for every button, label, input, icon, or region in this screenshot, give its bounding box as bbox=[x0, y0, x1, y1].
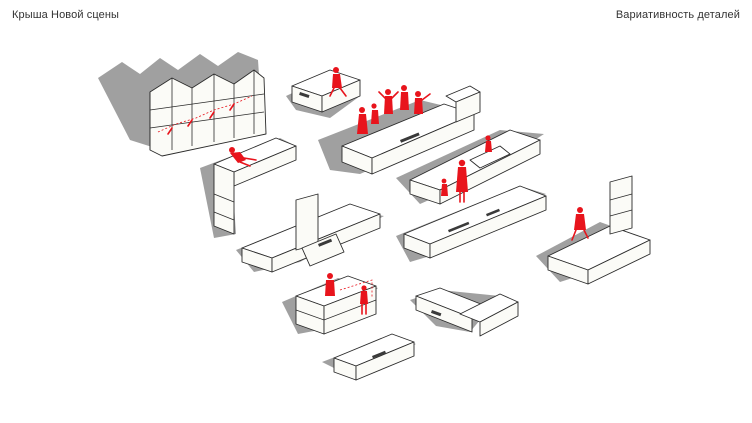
zigzag-wall-assembly bbox=[98, 52, 267, 157]
small-bench bbox=[322, 333, 416, 381]
person-figure bbox=[329, 67, 347, 97]
long-slotted-bench bbox=[396, 185, 547, 262]
section-title: Вариативность деталей bbox=[615, 9, 740, 21]
standing-figures bbox=[441, 135, 492, 203]
angled-bench bbox=[410, 287, 519, 337]
l-shaped-bench bbox=[200, 137, 297, 238]
seated-figure bbox=[571, 207, 589, 241]
standing-person bbox=[325, 273, 368, 315]
reclining-figure bbox=[229, 147, 257, 167]
bench-standing-figure bbox=[282, 273, 378, 335]
cross-bench bbox=[236, 193, 384, 273]
y-shaped-bench bbox=[536, 175, 651, 285]
bench-with-figure bbox=[286, 67, 361, 118]
stepped-bench-figures bbox=[396, 129, 544, 205]
people-group bbox=[357, 85, 431, 134]
page-title: Крыша Новой сцены bbox=[12, 9, 120, 21]
bench-group-figures bbox=[318, 85, 481, 175]
